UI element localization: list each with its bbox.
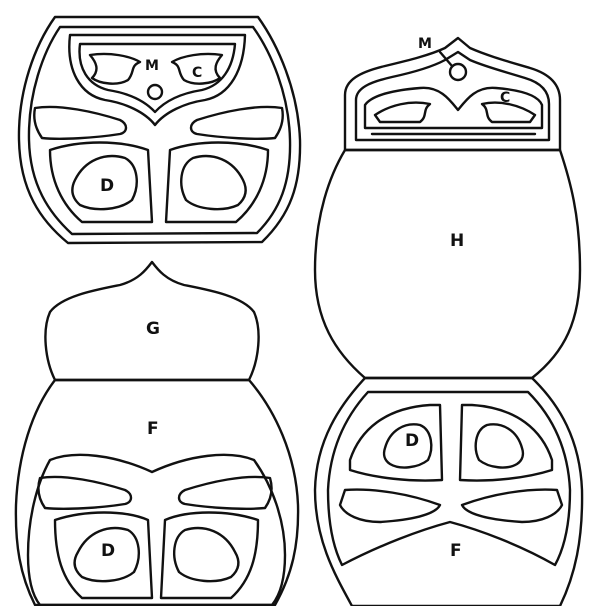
top-right-m-pointer xyxy=(440,52,452,66)
f-right-upper-left-chamber xyxy=(350,405,442,481)
top-left-m-circle xyxy=(148,85,162,99)
f-right-outer-outline xyxy=(315,378,582,606)
f-right-segment xyxy=(315,378,582,606)
f-right-inner-outline xyxy=(328,392,570,565)
top-right-left-lobe xyxy=(375,103,430,122)
top-left-outer-outline xyxy=(19,17,300,243)
f-left-left-band xyxy=(38,477,131,509)
top-left-inner-outline xyxy=(29,27,290,234)
top-left-lower-right-inner xyxy=(181,156,245,209)
label-d-bottom-right: D xyxy=(405,431,419,451)
label-d-top-left: D xyxy=(100,176,114,196)
label-f-bottom-right: F xyxy=(450,541,462,561)
f-left-outer-outline xyxy=(16,380,298,605)
f-left-right-band xyxy=(179,477,272,509)
f-right-upper-right-chamber xyxy=(460,405,552,481)
label-d-bottom-left: D xyxy=(101,541,115,561)
f-right-upper-right-inner xyxy=(476,424,523,467)
f-right-right-band xyxy=(462,490,562,522)
top-left-right-band xyxy=(191,107,283,139)
label-m-top-left: M xyxy=(145,58,159,74)
label-g: G xyxy=(146,319,160,339)
h-segment-outline xyxy=(315,150,580,378)
top-right-head xyxy=(345,38,560,150)
label-h: H xyxy=(450,231,464,251)
label-f-left: F xyxy=(147,419,159,439)
label-c-top-right: C xyxy=(500,90,510,106)
label-m-top-right: M xyxy=(418,36,432,52)
f-left-lower-right-inner xyxy=(174,528,238,581)
f-left-segment xyxy=(16,380,298,605)
top-left-left-band xyxy=(34,107,126,139)
label-c-top-left: C xyxy=(192,65,202,81)
f-right-left-band xyxy=(340,490,440,522)
top-left-left-lobe xyxy=(90,54,140,84)
top-left-segment xyxy=(19,17,300,243)
f-left-lower-right-chamber xyxy=(161,513,258,599)
